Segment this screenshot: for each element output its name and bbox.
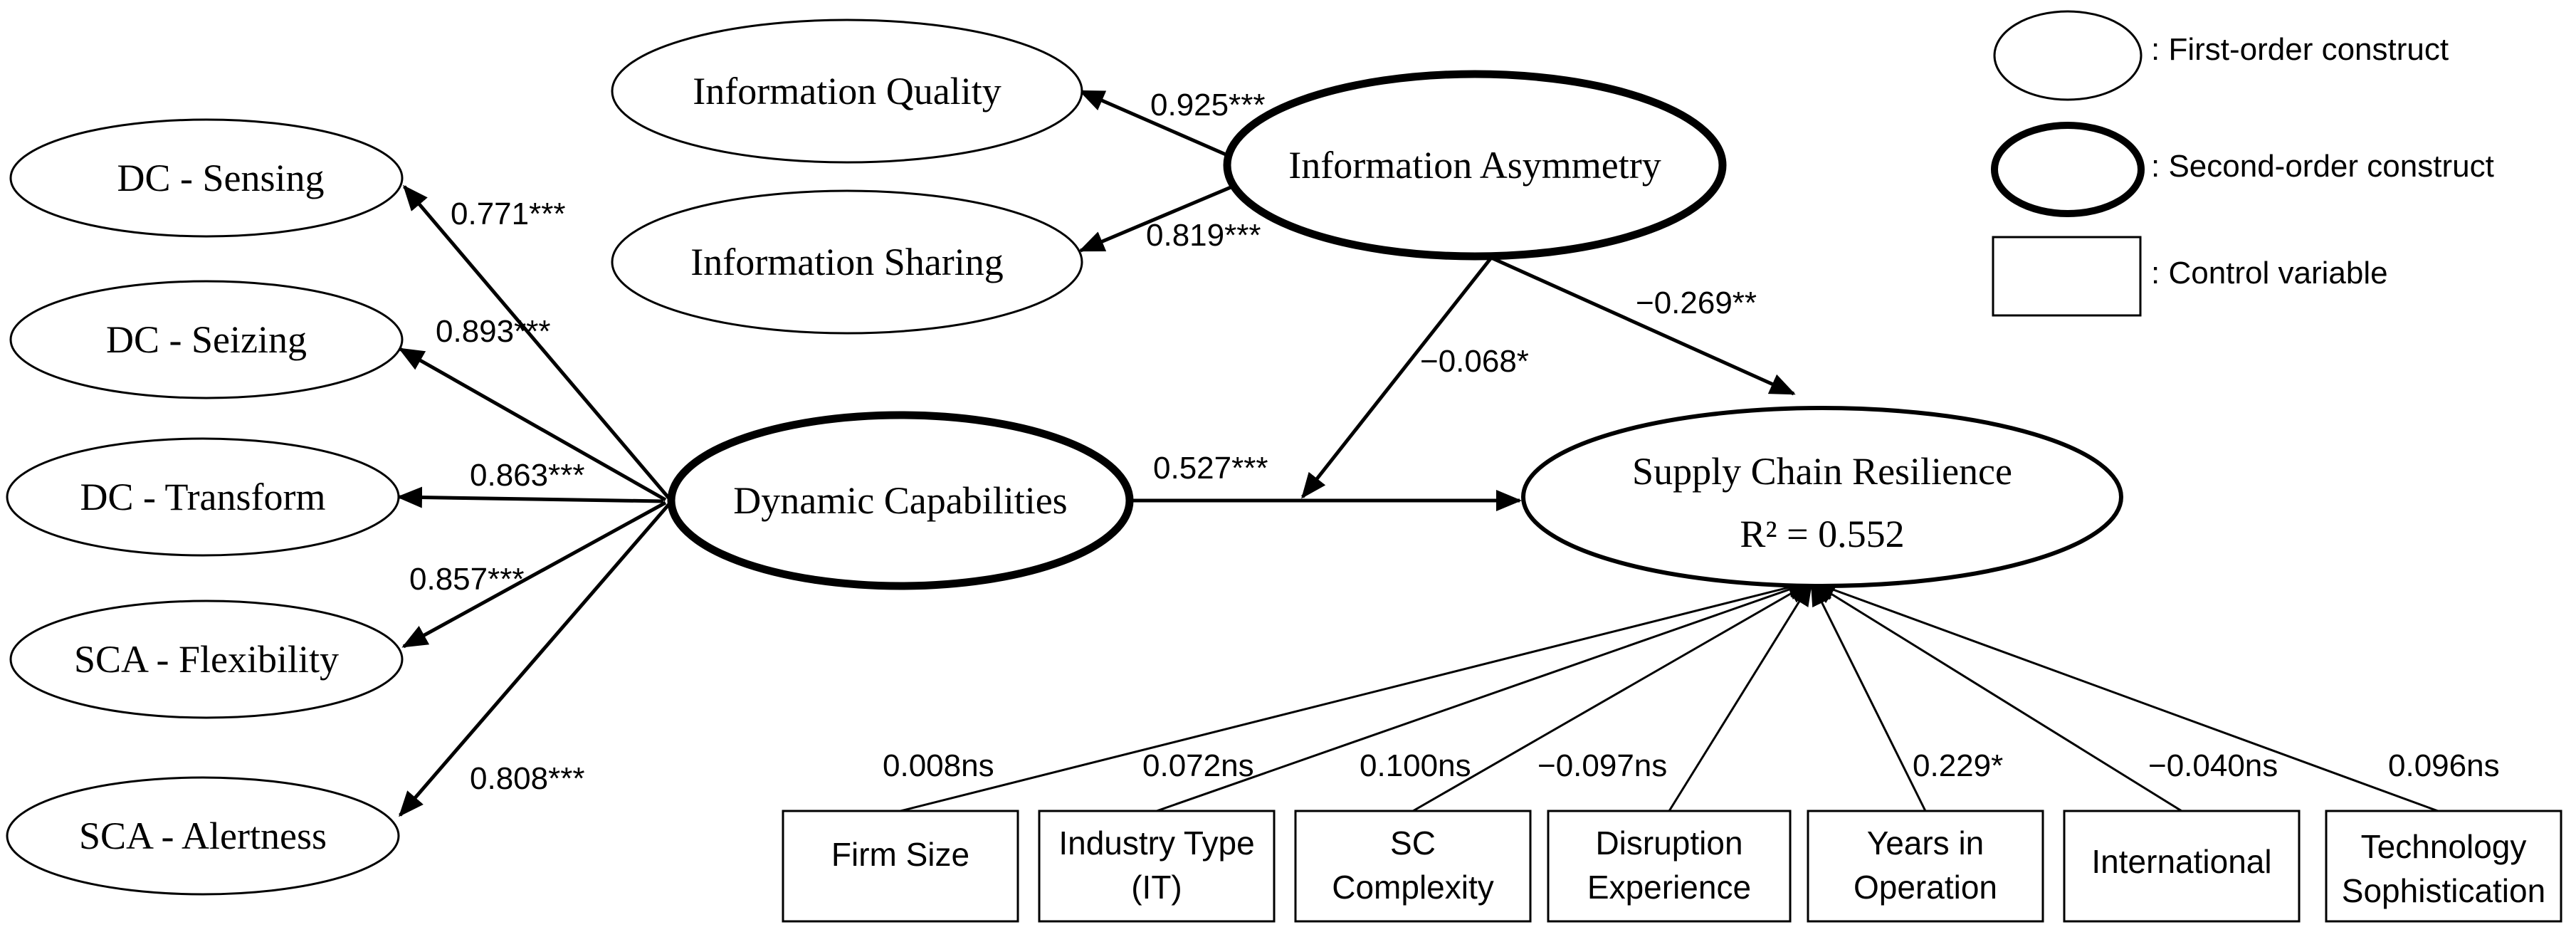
coef-ia-is: 0.819*** (1146, 218, 1261, 253)
legend-label: : First-order construct (2151, 32, 2449, 67)
coef-ia-iq: 0.925*** (1150, 88, 1265, 122)
node-label: Information Quality (693, 70, 1001, 112)
node-information-quality: Information Quality (611, 19, 1083, 164)
coef-years: 0.229* (1913, 748, 2003, 783)
path-moderation (1301, 256, 1493, 499)
node-label: DC - Transform (80, 476, 325, 518)
coef-ia-scr: −0.269** (1636, 286, 1757, 320)
path-ia-to-is (1078, 176, 1253, 253)
node-label: Information Sharing (690, 241, 1003, 283)
coef-moderation: −0.068* (1420, 344, 1529, 379)
coef-international: −0.040ns (2148, 748, 2278, 783)
control-label: (IT) (1131, 869, 1182, 906)
coef-dc-scr: 0.527*** (1153, 451, 1268, 486)
node-dynamic-capabilities: Dynamic Capabilities (667, 411, 1134, 590)
path-ia-to-scr (1490, 256, 1796, 396)
legend-first-order: : First-order construct (1993, 10, 2449, 101)
coef-dc-transform: 0.863*** (470, 458, 584, 493)
control-label: Years in (1867, 825, 1984, 862)
r-squared-label: R² = 0.552 (1740, 513, 1904, 555)
coef-sc-complexity: 0.100ns (1360, 748, 1471, 783)
control-label: Disruption (1595, 825, 1742, 862)
path-firm-size (900, 577, 1814, 812)
node-label: SCA - Alertness (79, 815, 327, 857)
node-information-asymmetry: Information Asymmetry (1223, 70, 1727, 261)
control-label: Technology (2361, 828, 2527, 865)
node-label: SCA - Flexibility (74, 638, 339, 681)
node-supply-chain-resilience: Supply Chain Resilience R² = 0.552 (1521, 406, 2123, 588)
node-dc-transform: DC - Transform (6, 437, 400, 557)
node-label: DC - Sensing (117, 157, 324, 199)
path-disruption (1668, 580, 1813, 812)
path-dc-to-sensing (403, 184, 671, 500)
node-label: DC - Seizing (106, 318, 307, 361)
control-sc-complexity: SC Complexity (1294, 810, 1532, 923)
legend-second-order: : Second-order construct (1991, 122, 2494, 217)
coef-technology: 0.096ns (2388, 748, 2500, 783)
control-label: Operation (1854, 869, 1997, 906)
legend-label: : Second-order construct (2151, 149, 2494, 184)
path-industry-type (1156, 579, 1814, 812)
node-label: Supply Chain Resilience (1632, 450, 2012, 493)
control-firm-size: Firm Size (782, 810, 1019, 923)
path-dc-to-transform (396, 486, 664, 508)
path-dc-to-alertness (399, 503, 671, 817)
node-sca-alertness: SCA - Alertness (6, 776, 400, 896)
node-dc-seizing: DC - Seizing (9, 280, 404, 399)
path-dc-to-seizing (398, 347, 667, 502)
coef-dc-alertness: 0.808*** (470, 761, 584, 796)
legend-label: : Control variable (2151, 256, 2388, 290)
coef-dc-sensing: 0.771*** (451, 197, 565, 231)
control-international: International (2063, 810, 2301, 923)
legend: : First-order construct : Second-order c… (1991, 10, 2494, 317)
control-disruption-experience: Disruption Experience (1547, 810, 1792, 923)
coef-industry-type: 0.072ns (1142, 748, 1254, 783)
path-ia-to-iq (1078, 89, 1243, 164)
control-label: Experience (1587, 869, 1751, 906)
coef-disruption: −0.097ns (1537, 748, 1667, 783)
control-label: Sophistication (2342, 872, 2545, 909)
coef-dc-flexibility: 0.857*** (409, 562, 524, 597)
path-dc-to-flexibility (401, 501, 667, 649)
control-industry-type: Industry Type (IT) (1038, 810, 1276, 923)
coef-firm-size: 0.008ns (883, 748, 994, 783)
node-dc-sensing: DC - Sensing (9, 118, 404, 238)
node-label: Dynamic Capabilities (733, 479, 1067, 522)
control-label: International (2091, 843, 2271, 880)
legend-control: : Control variable (1992, 236, 2388, 317)
path-international (1809, 580, 2182, 812)
control-technology-sophistication: Technology Sophistication (2325, 810, 2562, 923)
path-years (1810, 580, 1927, 812)
path-technology (1809, 580, 2439, 812)
control-years-in-operation: Years in Operation (1807, 810, 2044, 923)
coef-dc-seizing: 0.893*** (436, 314, 550, 349)
control-label: Complexity (1332, 869, 1494, 906)
control-label: Firm Size (831, 836, 969, 873)
node-sca-flexibility: SCA - Flexibility (9, 600, 404, 719)
path-sc-complexity (1412, 580, 1814, 812)
control-label: Industry Type (1058, 825, 1254, 862)
control-label: SC (1390, 825, 1436, 862)
node-label: Information Asymmetry (1288, 144, 1661, 187)
node-information-sharing: Information Sharing (611, 189, 1083, 335)
